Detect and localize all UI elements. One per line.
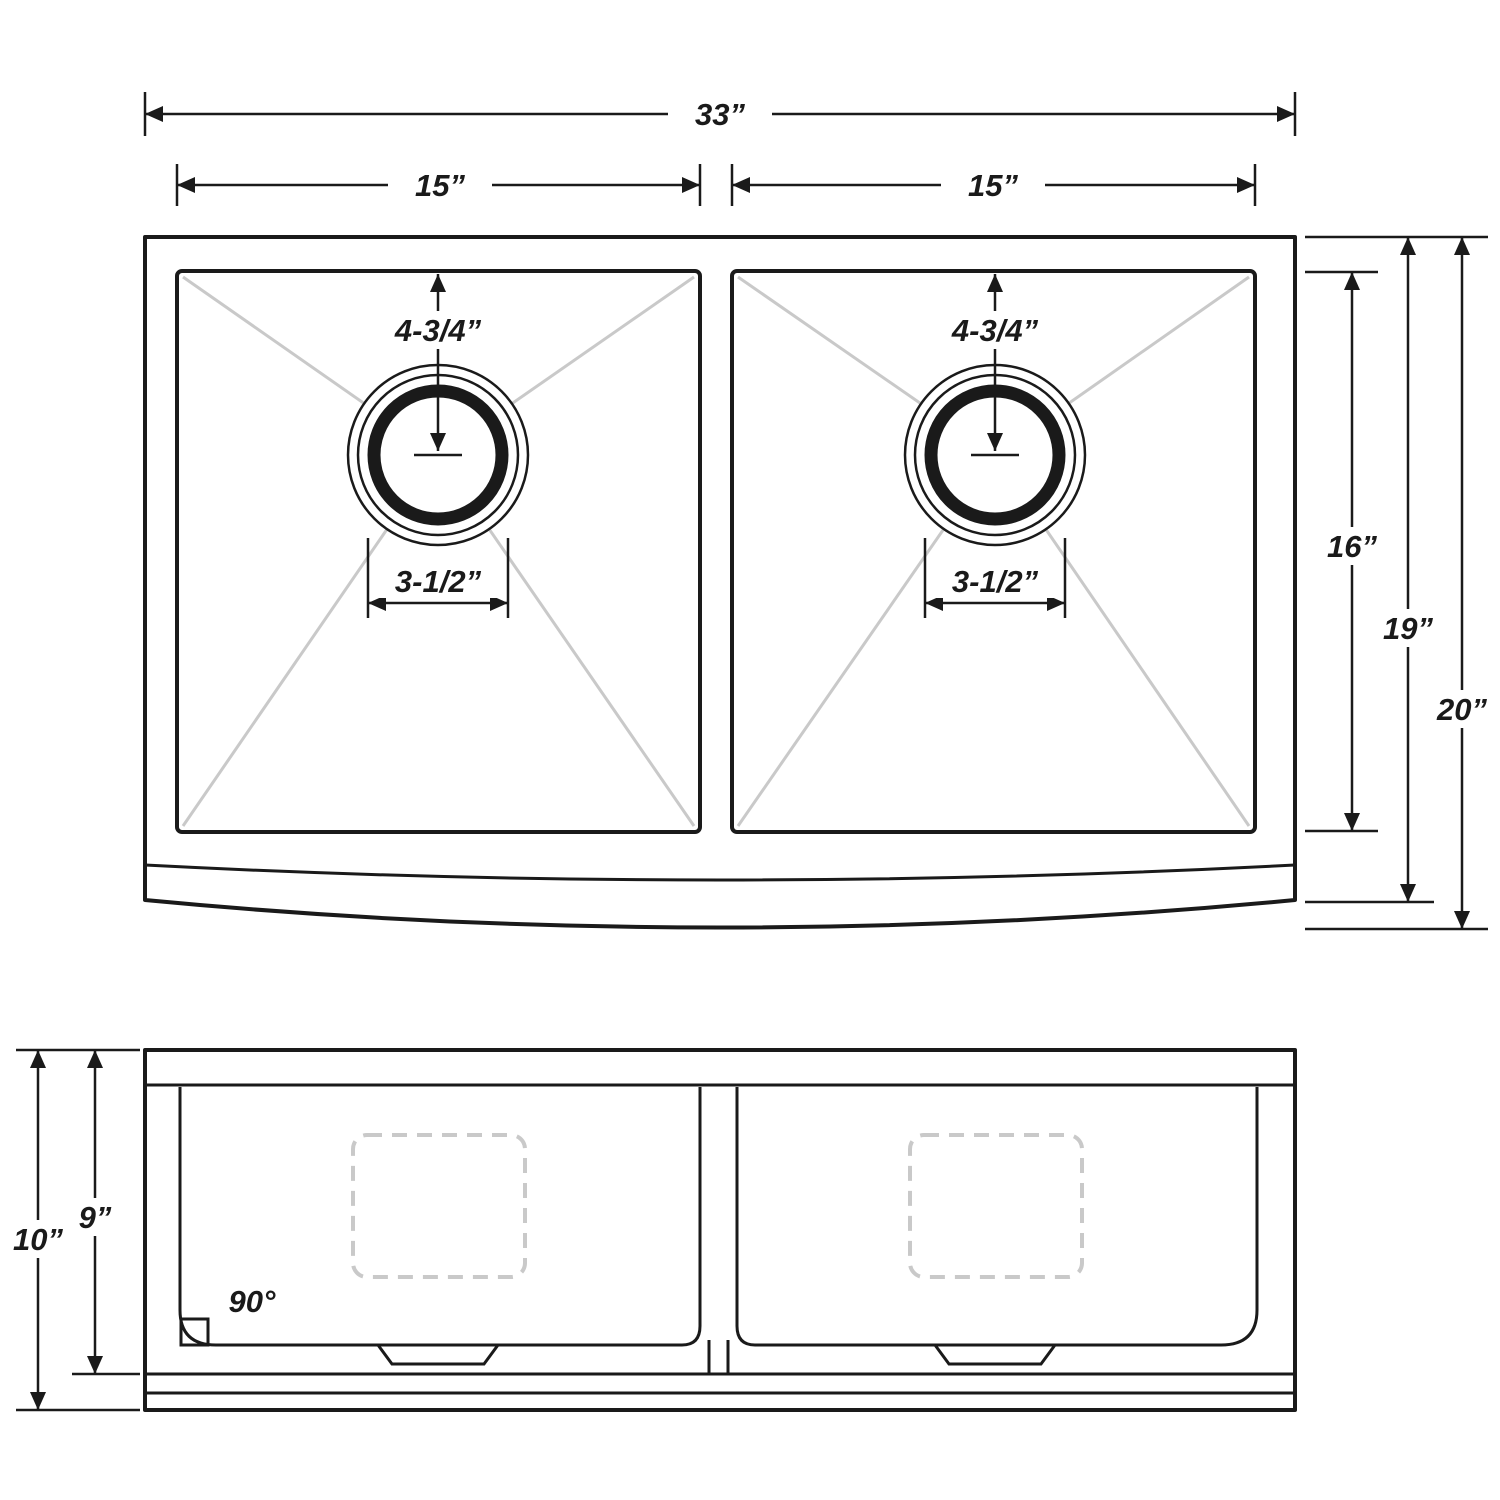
left-drain	[346, 363, 530, 547]
left-drain-fitting	[375, 1343, 501, 1366]
label-background	[71, 1198, 119, 1236]
dim-overall-width: 33”	[143, 92, 1297, 136]
label-background	[6, 1220, 70, 1258]
dim-bowl-height-label: 9”	[79, 1200, 112, 1235]
front-view: 90° 10” 9”	[6, 1048, 1297, 1412]
dim-depth-with-rim: 19”	[1305, 237, 1448, 904]
apron-top-curve	[144, 863, 1296, 882]
corner-angle-marker: 90°	[179, 1284, 276, 1347]
label-background	[668, 95, 772, 133]
right-bowl-section-outline	[735, 1087, 1259, 1347]
dim-right-drain-diameter-label: 3-1/2”	[952, 564, 1039, 599]
dim-left-bowl-width: 15”	[175, 164, 702, 206]
dim-left-drain-offset-label: 4-3/4”	[394, 313, 482, 348]
dim-right-drain-diameter: 3-1/2”	[923, 538, 1067, 618]
label-background	[1312, 527, 1392, 565]
right-bowl-drain-cross-lines	[736, 275, 1251, 827]
dim-bowl-front-to-back: 16”	[1305, 270, 1392, 833]
label-background	[1422, 690, 1500, 728]
dim-overall-depth: 20”	[1305, 235, 1500, 931]
dim-right-bowl-width: 15”	[730, 164, 1257, 206]
label-background	[931, 564, 1059, 598]
sink-outer-outline	[143, 235, 1297, 930]
front-outer-outline	[143, 1048, 1297, 1412]
left-drain-grid-dashed	[351, 1133, 527, 1279]
dim-right-bowl-width-label: 15”	[968, 168, 1018, 203]
right-drain-fitting	[932, 1343, 1058, 1366]
label-background	[372, 311, 504, 349]
right-bowl-outline	[730, 269, 1257, 834]
label-background	[374, 564, 502, 598]
label-background	[1368, 609, 1448, 647]
label-background	[941, 166, 1045, 204]
label-background	[929, 311, 1061, 349]
dim-right-drain-offset: 4-3/4”	[929, 274, 1061, 457]
dim-overall-width-label: 33”	[695, 97, 745, 132]
corner-angle-label: 90°	[229, 1284, 276, 1319]
label-background	[388, 166, 492, 204]
dim-bowl-front-to-back-label: 16”	[1327, 529, 1377, 564]
dim-right-drain-offset-label: 4-3/4”	[951, 313, 1039, 348]
left-bowl-outline	[175, 269, 702, 834]
dim-left-drain-diameter: 3-1/2”	[366, 538, 510, 618]
dim-left-drain-offset: 4-3/4”	[372, 274, 504, 457]
dim-overall-height-label: 10”	[13, 1222, 63, 1257]
right-drain-grid-dashed	[908, 1133, 1084, 1279]
right-angle-square	[179, 1317, 210, 1347]
dim-left-drain-diameter-label: 3-1/2”	[395, 564, 482, 599]
dim-overall-height: 10”	[6, 1048, 140, 1412]
top-view: 33” 15” 15” 4-3/4”	[143, 92, 1500, 931]
dim-left-bowl-width-label: 15”	[415, 168, 465, 203]
dim-bowl-height: 9”	[71, 1050, 140, 1376]
dim-depth-with-rim-label: 19”	[1383, 611, 1433, 646]
dim-overall-depth-label: 20”	[1436, 692, 1487, 727]
center-divider	[707, 1340, 730, 1374]
